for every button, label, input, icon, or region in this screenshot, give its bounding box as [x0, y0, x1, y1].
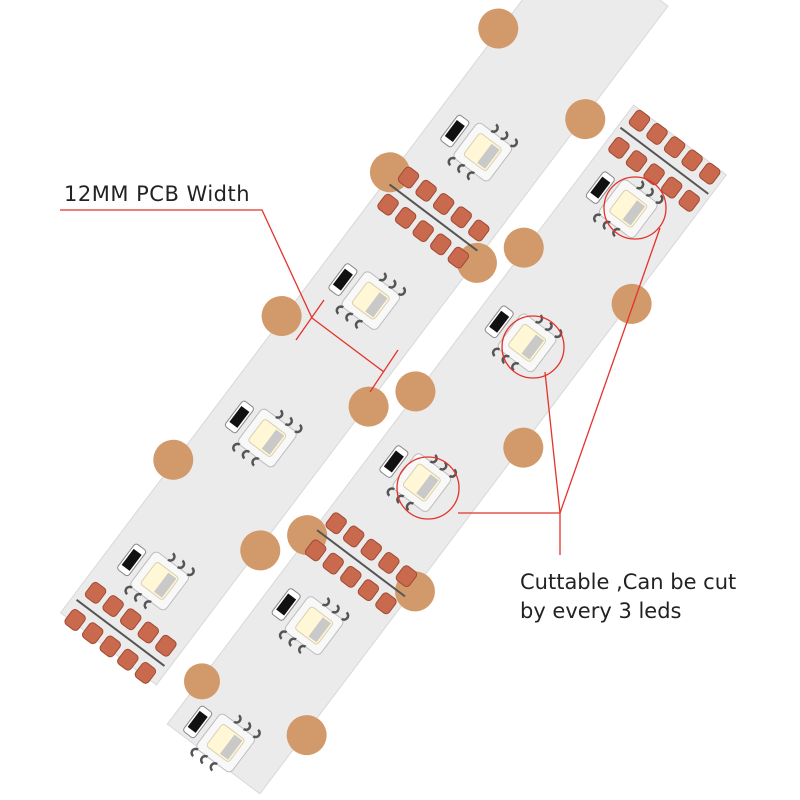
cut-point-callout: [396, 176, 667, 555]
cut-marker-circle: [396, 456, 460, 520]
cuttable-line-1: Cuttable ,Can be cut: [520, 570, 737, 594]
right-led-strip: [166, 104, 728, 795]
edge-notches: [183, 227, 652, 756]
cuttable-line-2: by every 3 leds: [520, 599, 682, 623]
cut-marker-circle: [501, 315, 565, 379]
pcb-width-callout: [60, 209, 399, 393]
pcb-width-label: 12MM PCB Width: [64, 182, 251, 206]
cut-marker-circle: [603, 176, 667, 240]
cuttable-label: Cuttable ,Can be cut by every 3 leds: [520, 568, 736, 626]
left-led-strip: [59, 0, 669, 688]
